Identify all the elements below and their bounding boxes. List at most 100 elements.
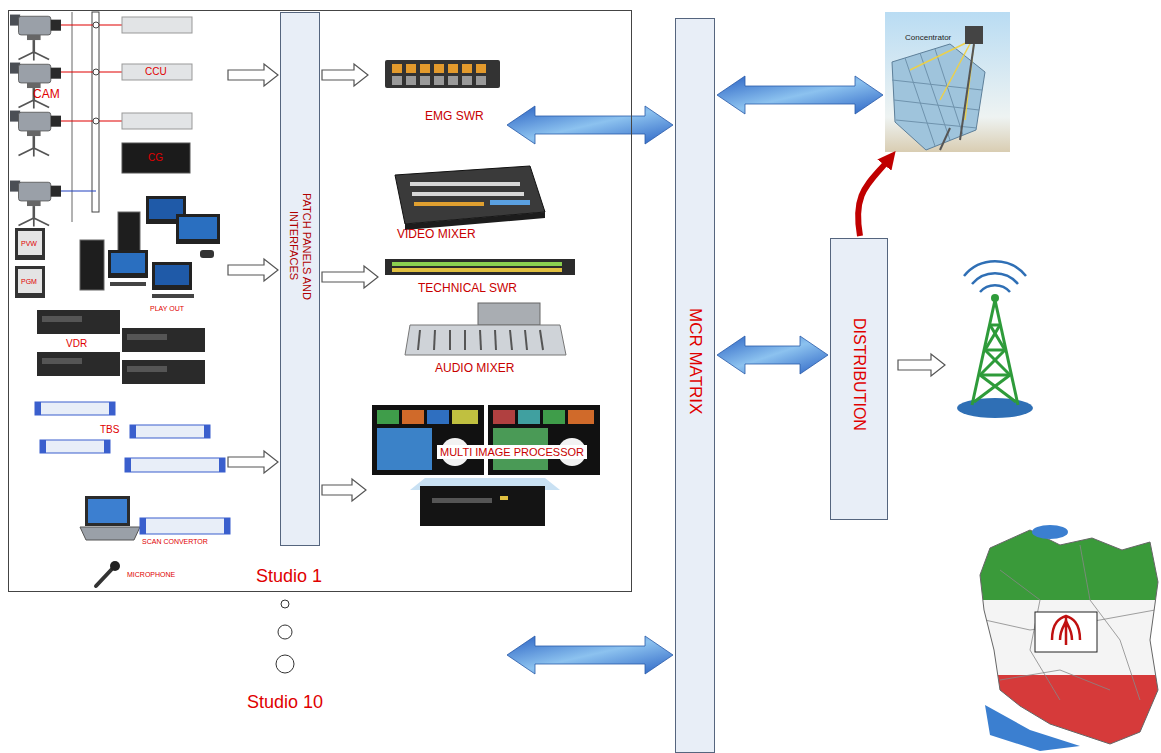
multi-image-processor (372, 405, 600, 526)
tbs-units (104, 440, 110, 453)
device-label: TBS (100, 424, 119, 435)
laptop (80, 527, 140, 540)
matrix-bar: MCR MATRIX (675, 18, 715, 753)
transmitter-tower (972, 300, 1018, 405)
video-mixer (490, 200, 530, 205)
computers (15, 228, 45, 260)
vdr-decks (122, 328, 205, 352)
video-mixer (414, 202, 484, 206)
emg-switcher (448, 64, 458, 73)
emg-switcher (385, 60, 500, 88)
video-mixer (412, 192, 524, 196)
computers (80, 240, 104, 290)
emg-switcher (406, 64, 416, 73)
laptop (140, 518, 230, 534)
vdr-decks (37, 310, 205, 384)
technical-switcher (392, 262, 562, 266)
audio-mixer (480, 330, 481, 350)
studio-dots (276, 655, 294, 673)
device-label: VDR (66, 338, 87, 349)
laptop (85, 496, 130, 526)
camera-chain (10, 63, 61, 109)
node-label: Studio 10 (247, 693, 323, 713)
connector-arrow (507, 106, 673, 144)
camera-chain (93, 22, 99, 28)
computers (155, 265, 189, 285)
technical-switcher (385, 259, 575, 275)
camera-chain (122, 113, 192, 129)
computers (15, 196, 220, 298)
vdr-decks (37, 310, 120, 334)
connector-arrow (322, 64, 368, 86)
multi-image-processor (402, 410, 424, 424)
multi-image-processor (432, 498, 492, 503)
tbs-units (35, 402, 115, 415)
studio-dots (276, 600, 294, 673)
vdr-decks (127, 366, 167, 372)
emg-switcher (476, 64, 486, 73)
camera-chain (122, 64, 192, 80)
camera-chain (10, 15, 61, 61)
audio-mixer (405, 325, 566, 355)
camera-chain (61, 24, 122, 25)
concentrator-picture (885, 12, 1010, 152)
computers (18, 269, 42, 293)
concentrator-picture (935, 49, 963, 135)
transmitter-tower (985, 325, 1000, 350)
concentrator-picture (885, 12, 1010, 152)
microphone (110, 561, 120, 571)
computers (176, 214, 220, 244)
computers (152, 294, 194, 298)
laptop (224, 518, 230, 534)
multi-image-processor (518, 410, 540, 424)
camera-chain (10, 181, 61, 227)
emg-switcher (392, 76, 486, 85)
concentrator-picture (892, 49, 982, 146)
device-label: SCAN CONVERTOR (142, 538, 208, 546)
tbs-units (125, 458, 131, 472)
node-label: Studio 1 (256, 567, 322, 587)
vertical-label: PATCH PANELS AND INTERFACES (287, 171, 312, 321)
computers (152, 262, 192, 290)
camera-chain (122, 143, 190, 173)
country-map (1035, 612, 1097, 652)
tbs-units (35, 402, 41, 415)
country-map (1052, 616, 1080, 645)
multi-image-processor (427, 410, 449, 424)
emg-switcher (434, 64, 444, 73)
multi-image-processor (377, 410, 399, 424)
audio-mixer (464, 330, 466, 350)
transmitter-tower (974, 375, 1010, 402)
equipment-node: MULTI IMAGE PROCESSOR (368, 400, 603, 530)
computers (200, 250, 214, 258)
device-label: MICROPHONE (127, 571, 175, 579)
camera-chain (92, 12, 99, 212)
transmitter-tower (980, 350, 1005, 375)
technical-switcher (392, 268, 562, 272)
emg-switcher (385, 60, 500, 88)
concentrator-picture (940, 128, 950, 150)
node-label: EMG SWR (425, 110, 484, 123)
video-mixer (490, 200, 530, 205)
multi-image-processor (452, 410, 478, 424)
technical-switcher (392, 268, 562, 272)
emg-switcher (476, 76, 486, 85)
node-label: Concentrator (905, 34, 951, 43)
equipment-node: VIDEO MIXER (390, 160, 545, 245)
camera-chain (93, 118, 99, 124)
multi-image-processor (500, 496, 508, 500)
signal-arrow (898, 354, 945, 376)
country-map (970, 520, 1161, 753)
studio-dots (281, 600, 289, 608)
node-label: TECHNICAL SWR (418, 282, 517, 295)
country-map (985, 705, 1080, 751)
node-label: VIDEO MIXER (397, 228, 476, 241)
computers (111, 253, 145, 273)
multi-image-processor (420, 486, 545, 526)
device-label: PGM (21, 278, 37, 286)
audio-mixer (478, 303, 540, 325)
transmitter-tower (964, 261, 1026, 292)
equipment-node: AUDIO MIXER (405, 300, 570, 379)
signal-arrow (228, 451, 278, 473)
